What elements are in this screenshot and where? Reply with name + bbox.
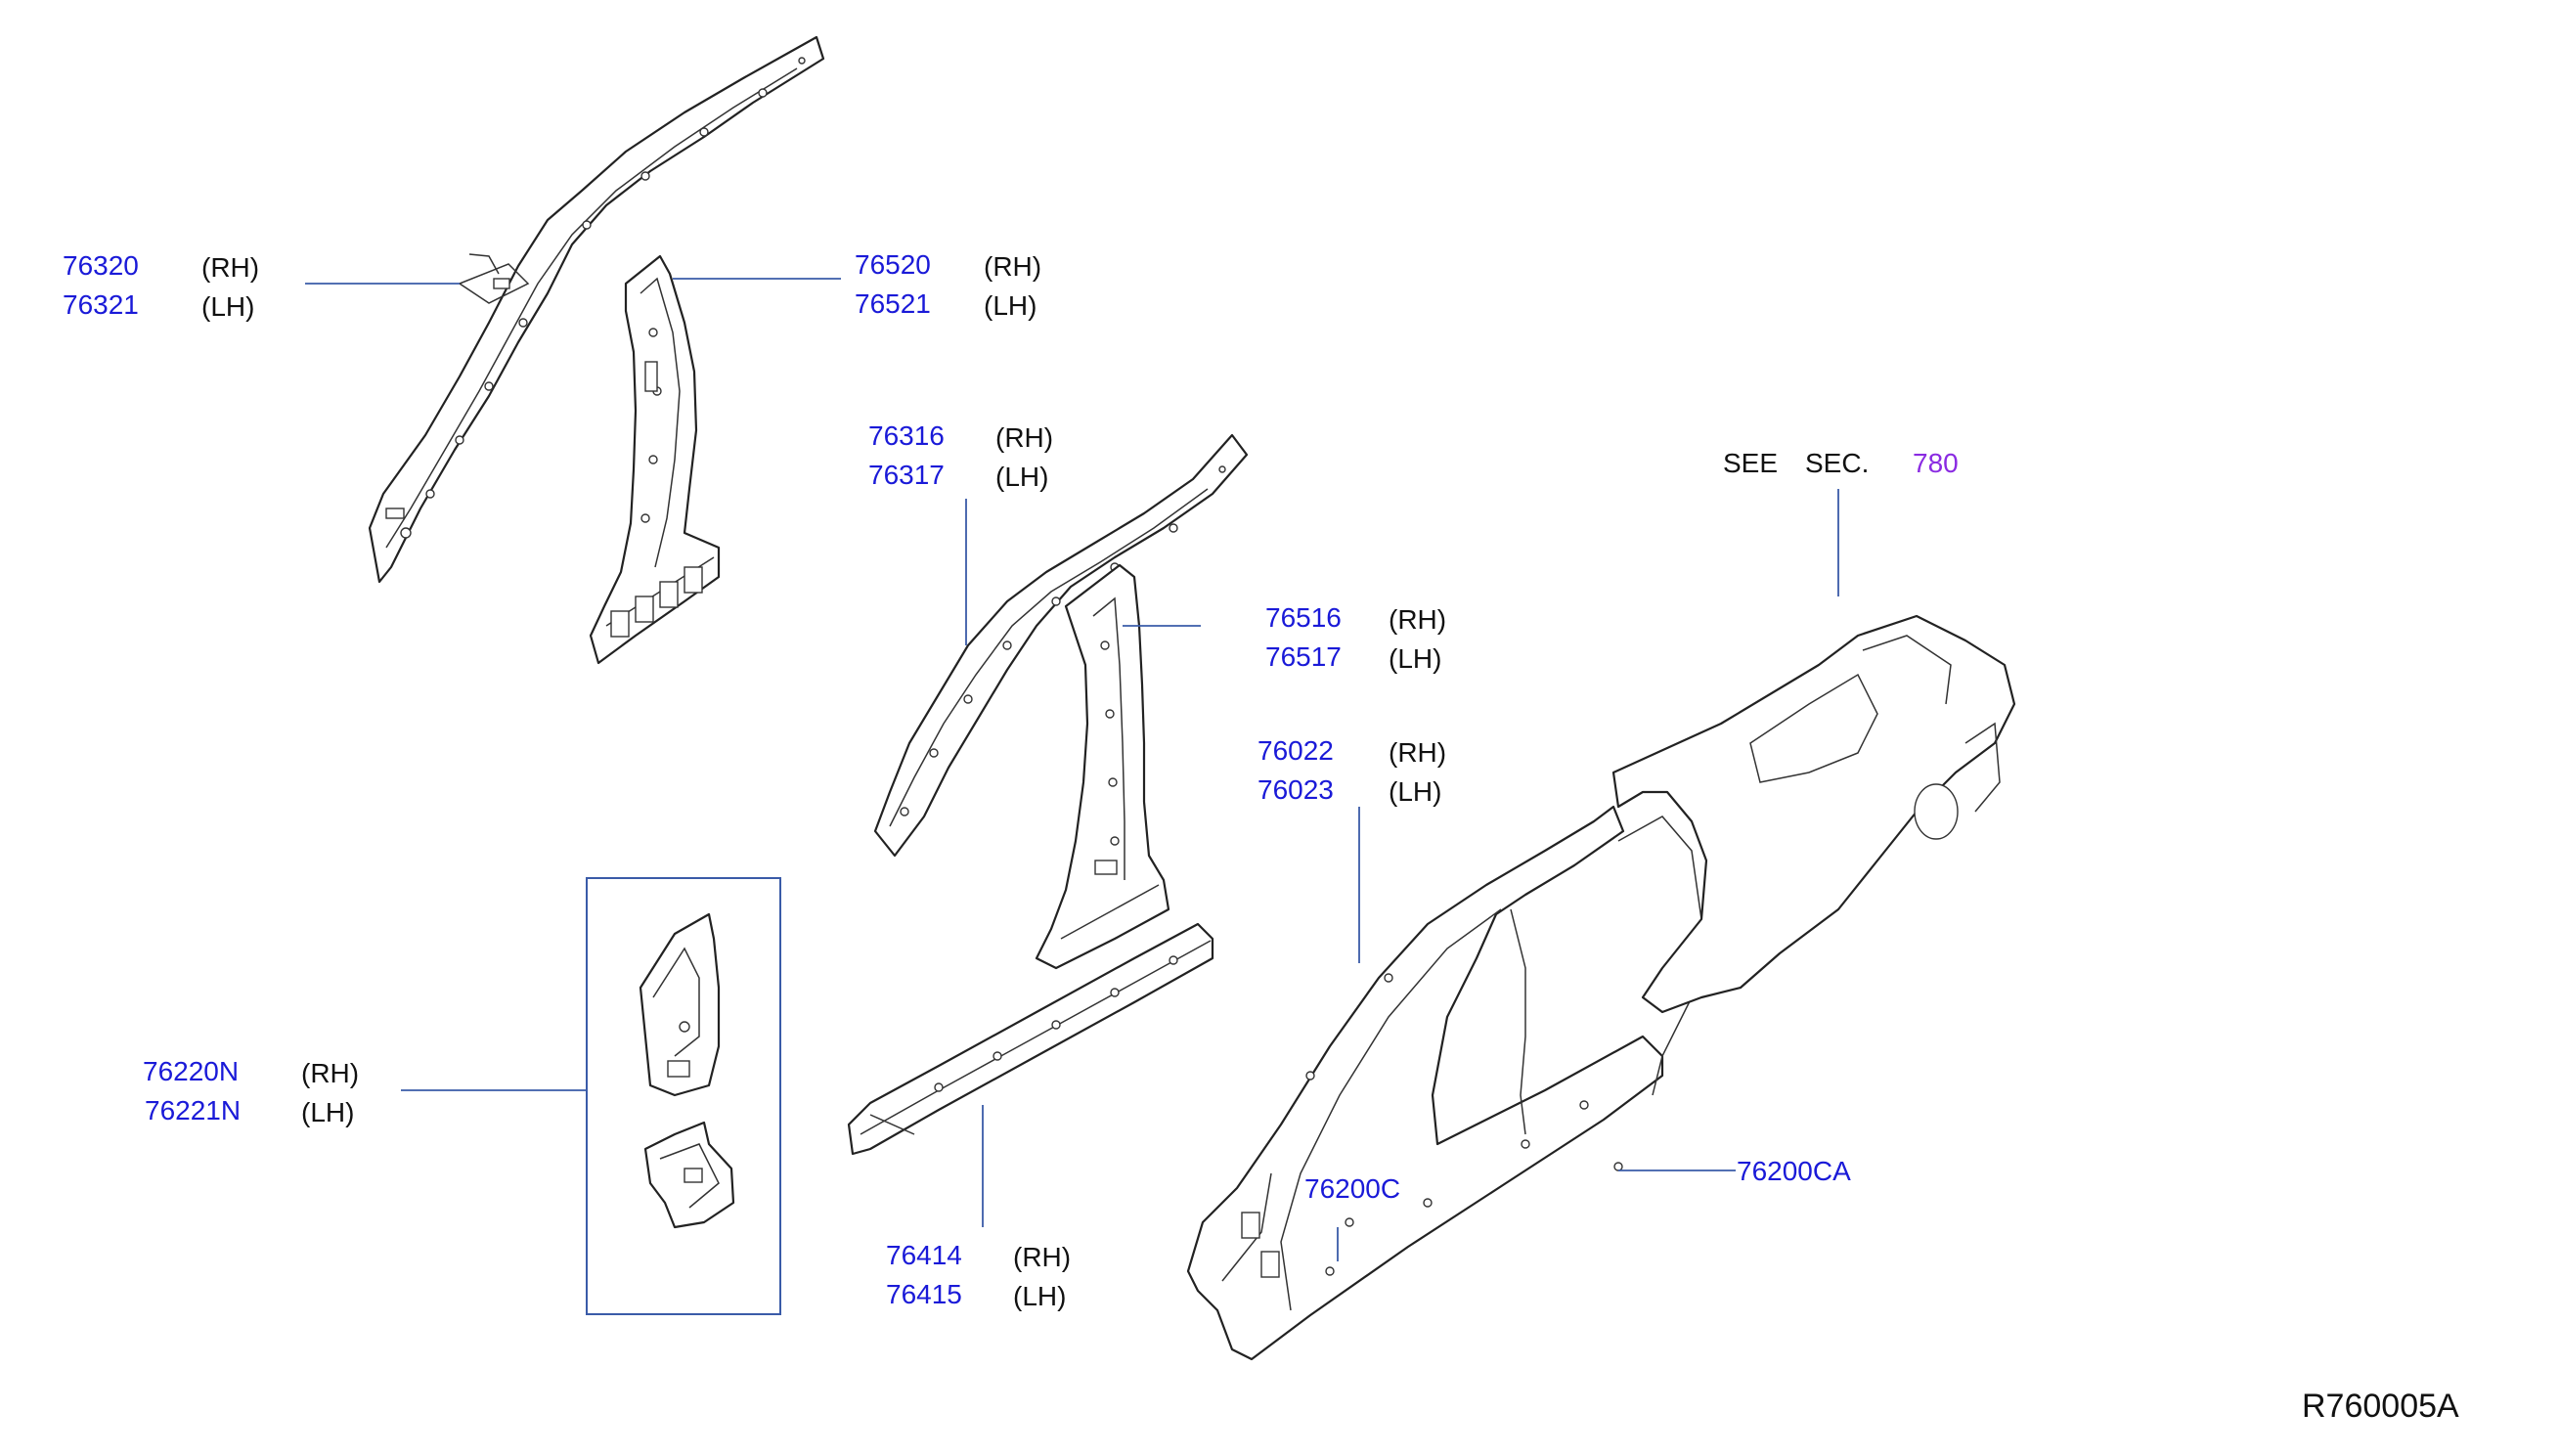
- section-link-780[interactable]: 780: [1913, 448, 1959, 478]
- part-number-76521[interactable]: 76521: [855, 288, 931, 319]
- part-number-76320[interactable]: 76320: [63, 250, 139, 281]
- side-rh-label: (RH): [301, 1058, 360, 1088]
- part-76516[interactable]: [1035, 563, 1170, 970]
- part-76022[interactable]: [1186, 614, 2016, 1361]
- side-lh-label: (LH): [201, 291, 255, 322]
- part-number-76220N[interactable]: 76220N: [143, 1056, 240, 1086]
- part-number-76415[interactable]: 76415: [886, 1279, 962, 1309]
- side-lh-label: (LH): [1389, 643, 1442, 674]
- side-lh-label: (LH): [1389, 776, 1442, 807]
- side-lh-label: (LH): [1013, 1281, 1067, 1311]
- leader-lines: [305, 278, 1839, 1315]
- part-number-76517[interactable]: 76517: [1265, 641, 1342, 672]
- part-number-76023[interactable]: 76023: [1257, 774, 1334, 805]
- side-rh-label: (RH): [995, 422, 1054, 453]
- part-76320[interactable]: [368, 35, 825, 584]
- part-76520[interactable]: [589, 254, 721, 665]
- part-number-76516[interactable]: 76516: [1265, 602, 1342, 633]
- part-76414[interactable]: [847, 922, 1214, 1156]
- side-rh-label: (RH): [1013, 1242, 1072, 1272]
- side-rh-label: (RH): [1389, 737, 1447, 768]
- part-number-76022[interactable]: 76022: [1257, 735, 1334, 766]
- side-lh-label: (LH): [301, 1097, 355, 1127]
- side-lh-label: (LH): [995, 462, 1049, 492]
- part-number-76321[interactable]: 76321: [63, 289, 139, 320]
- sec-label: SEC.: [1805, 448, 1870, 478]
- side-rh-label: (RH): [1389, 604, 1447, 635]
- part-number-76317[interactable]: 76317: [868, 460, 945, 490]
- side-rh-label: (RH): [984, 251, 1042, 282]
- see-label: SEE: [1723, 448, 1779, 478]
- side-rh-label: (RH): [201, 252, 260, 283]
- part-number-76200C[interactable]: 76200C: [1304, 1173, 1401, 1204]
- part-number-76414[interactable]: 76414: [886, 1240, 962, 1270]
- part-76316[interactable]: [873, 433, 1249, 858]
- diagram-reference-code: R760005A: [2302, 1388, 2459, 1425]
- part-number-76520[interactable]: 76520: [855, 249, 931, 280]
- side-lh-label: (LH): [984, 290, 1037, 321]
- part-76220N[interactable]: [639, 912, 735, 1229]
- part-number-76316[interactable]: 76316: [868, 420, 945, 451]
- part-number-76221N[interactable]: 76221N: [145, 1095, 242, 1125]
- part-number-76200CA[interactable]: 76200CA: [1737, 1156, 1851, 1186]
